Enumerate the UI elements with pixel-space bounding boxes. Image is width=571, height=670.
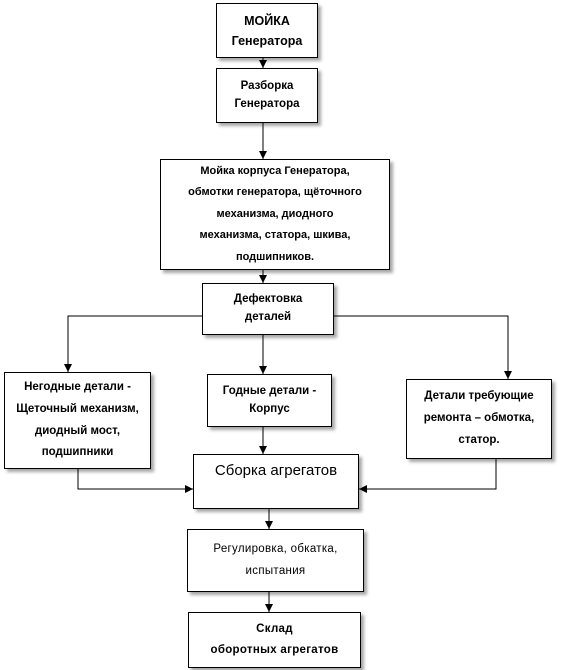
arrow-repair-to-assembly — [359, 459, 497, 493]
arrow-unusable-to-assembly — [77, 469, 193, 493]
node-usable-parts: Годные детали - Корпус — [207, 374, 332, 427]
node-wash-generator: МОЙКА Генератора — [216, 3, 318, 58]
node-repair-parts-label: Детали требующие ремонта – обмотка, стат… — [423, 390, 535, 446]
node-wash-parts-label: Мойка корпуса Генератора, обмотки генера… — [188, 164, 362, 263]
node-wash-parts: Мойка корпуса Генератора, обмотки генера… — [160, 159, 390, 270]
node-usable-parts-label: Годные детали - Корпус — [222, 384, 317, 415]
node-disassembly-label: Разборка Генератора — [234, 79, 300, 110]
node-defect-detection: Дефектовка деталей — [202, 283, 334, 335]
node-wash-generator-label: МОЙКА Генератора — [231, 13, 303, 48]
node-unusable-parts: Негодные детали - Щеточный механизм, дио… — [4, 372, 151, 469]
node-warehouse: Склад оборотных агрегатов — [188, 612, 361, 668]
arrow-defect-to-repair — [334, 315, 512, 379]
node-warehouse-label: Склад оборотных агрегатов — [210, 623, 339, 656]
node-adjustment-label: Регулировка, обкатка, испытания — [213, 543, 338, 577]
node-assembly-label: Сборка агрегатов — [214, 462, 338, 479]
node-repair-parts: Детали требующие ремонта – обмотка, стат… — [406, 379, 552, 459]
node-adjustment: Регулировка, обкатка, испытания — [187, 529, 364, 592]
node-unusable-parts-label: Негодные детали - Щеточный механизм, дио… — [16, 380, 139, 459]
node-disassembly: Разборка Генератора — [216, 68, 318, 123]
node-assembly: Сборка агрегатов — [193, 454, 359, 509]
node-defect-detection-label: Дефектовка деталей — [233, 293, 303, 323]
arrow-defect-to-unusable — [64, 315, 202, 372]
